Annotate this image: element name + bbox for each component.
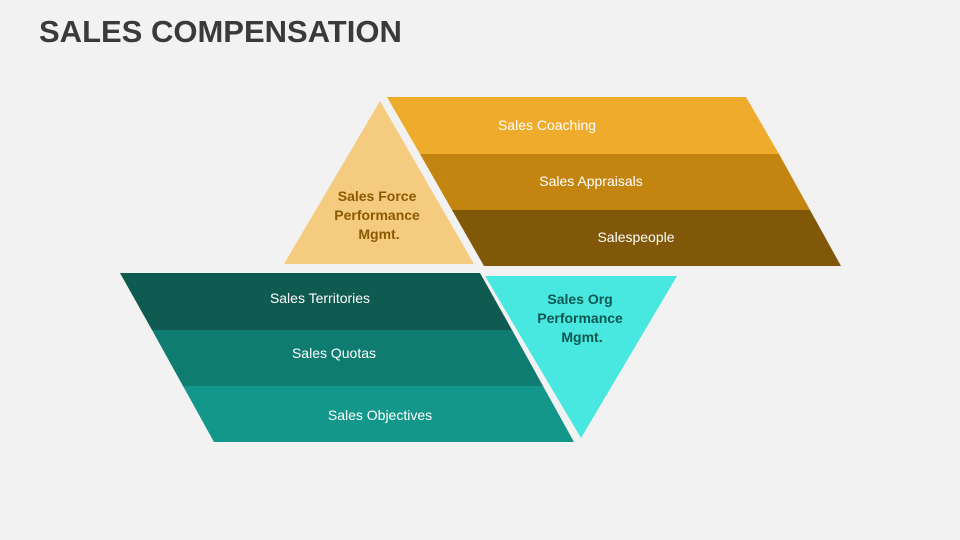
sales-force-performance-label: Sales Force Performance Mgmt. [334, 188, 423, 242]
sales-quotas-band [152, 330, 543, 386]
sales-quotas-label: Sales Quotas [292, 345, 376, 361]
sales-coaching-band [387, 97, 779, 154]
salespeople-label: Salespeople [597, 229, 674, 245]
sales-org-performance-label: Sales Org Performance Mgmt. [537, 291, 626, 345]
lower-triangle-line-2: Performance [537, 310, 623, 326]
sales-appraisals-label: Sales Appraisals [539, 173, 643, 189]
sales-territories-band [120, 273, 512, 330]
sales-org-performance-triangle [485, 276, 677, 438]
sales-force-performance-triangle [284, 101, 474, 264]
lower-triangle-line-3: Mgmt. [561, 329, 602, 345]
sales-territories-label: Sales Territories [270, 290, 370, 306]
lower-triangle-line-1: Sales Org [547, 291, 612, 307]
upper-triangle-line-2: Performance [334, 207, 420, 223]
sales-appraisals-band [420, 154, 810, 210]
sales-objectives-band [183, 386, 574, 442]
sales-objectives-label: Sales Objectives [328, 407, 432, 423]
sales-coaching-label: Sales Coaching [498, 117, 596, 133]
salespeople-band [452, 210, 841, 266]
upper-triangle-line-1: Sales Force [338, 188, 417, 204]
page-title: SALES COMPENSATION [39, 14, 402, 49]
upper-triangle-line-3: Mgmt. [358, 226, 399, 242]
